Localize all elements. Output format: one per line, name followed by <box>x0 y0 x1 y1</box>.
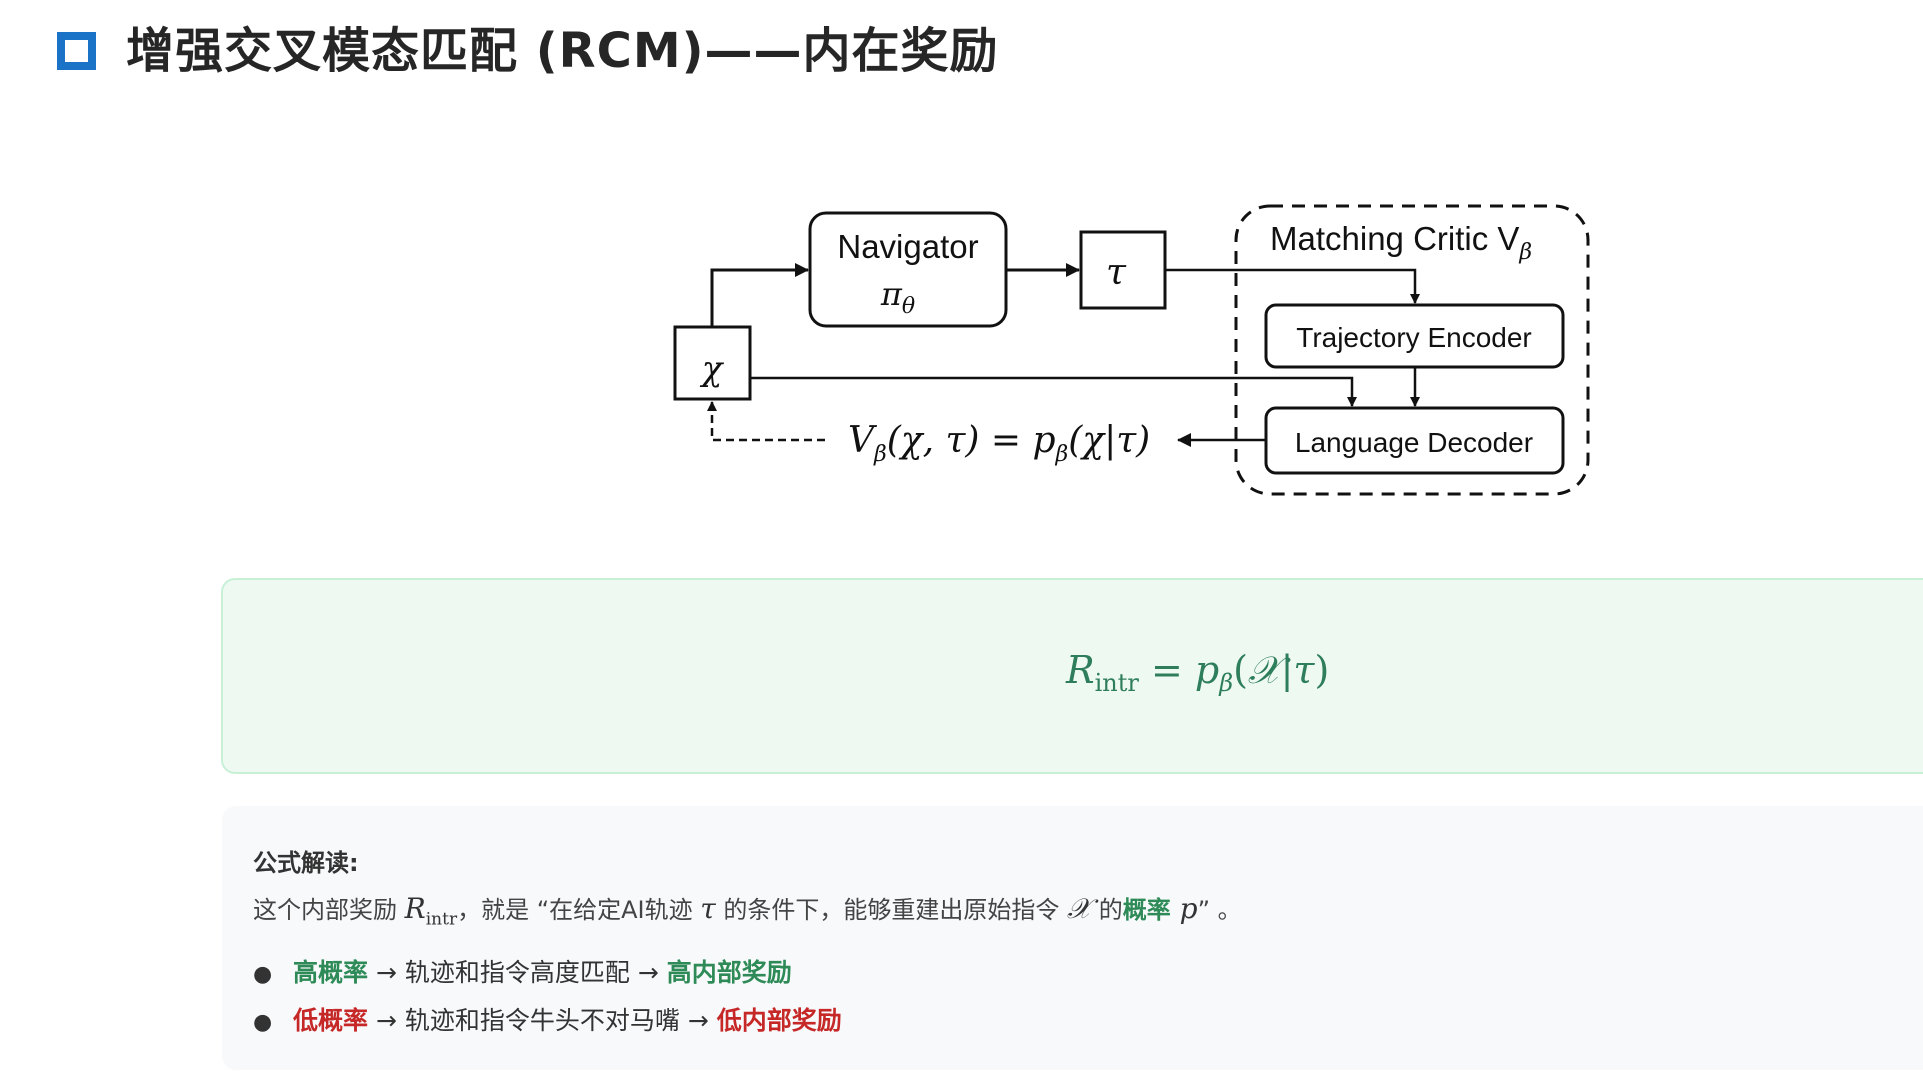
navigator-node: Navigator πθ <box>808 211 1008 328</box>
language-decoder-label: Language Decoder <box>1295 427 1533 458</box>
edge-instruction-to-navigator <box>710 263 809 327</box>
formula-trajectory: τ <box>1293 648 1315 692</box>
formula-bar: | <box>1280 648 1294 692</box>
instruction-node: χ <box>673 325 752 401</box>
math-r-intr: Rintr <box>404 892 458 930</box>
text-segment: ” 。 <box>1197 896 1242 924</box>
hollow-square-icon <box>57 32 96 70</box>
text-segment: ，就是 “在给定AI轨迹 <box>457 896 701 924</box>
formula-paren-close: ) <box>1314 648 1330 692</box>
bullet-lead: 低概率 <box>293 1006 369 1035</box>
navigator-symbol: πθ <box>880 275 915 319</box>
language-decoder-node: Language Decoder <box>1264 406 1565 475</box>
formula-box <box>221 578 1923 774</box>
value-equation: Vβ(χ, τ) = pβ(χ|τ) <box>848 420 1150 467</box>
formula-instruction: 𝒳 <box>1247 648 1281 692</box>
text-segment: 的条件下，能够重建出原始指令 <box>715 896 1068 924</box>
formula-paren-open: ( <box>1233 648 1248 692</box>
formula-lhs-sub: intr <box>1094 669 1139 697</box>
edge-instruction-to-decoder <box>750 376 1357 407</box>
bullet-icon: ● <box>253 1010 273 1035</box>
explanation-heading: 公式解读: <box>253 849 359 877</box>
intrinsic-reward-formula: Rintr = pβ(𝒳|τ) <box>1066 648 1329 697</box>
explanation-box <box>222 806 1923 1070</box>
explanation-text: 这个内部奖励 Rintr，就是 “在给定AI轨迹 τ 的条件下，能够重建出原始指… <box>253 890 1242 930</box>
formula-rhs-sub: β <box>1219 669 1234 697</box>
math-p: p <box>1170 892 1198 925</box>
bullet-result: 低内部奖励 <box>716 1006 842 1035</box>
bullet-icon: ● <box>253 962 273 987</box>
probability-highlight: 概率 <box>1122 896 1171 924</box>
edge-equation-to-instruction-dashed <box>707 401 825 442</box>
rcm-diagram: χ Navigator πθ τ Matching Critic Vβ Traj… <box>673 204 1590 496</box>
bullet-middle: 轨迹和指令高度匹配 <box>404 958 630 987</box>
bullet-middle: 轨迹和指令牛头不对马嘴 <box>404 1006 680 1035</box>
text-segment: 的 <box>1091 896 1123 924</box>
math-tau: τ <box>700 892 716 925</box>
edge-trajectory-to-encoder <box>1165 268 1420 304</box>
math-instruction: 𝒳 <box>1067 892 1092 925</box>
matching-critic-label: Matching Critic Vβ <box>1270 220 1532 265</box>
text-segment: 这个内部奖励 <box>253 896 405 924</box>
navigator-label: Navigator <box>837 228 978 265</box>
arrow-icon: → <box>629 958 667 987</box>
bullet-result: 高内部奖励 <box>666 958 792 987</box>
instruction-symbol: χ <box>700 349 725 389</box>
trajectory-encoder-node: Trajectory Encoder <box>1264 303 1565 369</box>
arrow-icon: → <box>368 958 405 987</box>
trajectory-node: τ <box>1079 230 1167 310</box>
arrow-icon: → <box>368 1006 405 1035</box>
formula-rhs: p <box>1194 648 1220 692</box>
bullet-lead: 高概率 <box>293 958 369 987</box>
page-title: 增强交叉模态匹配 (RCM)——内在奖励 <box>126 23 999 79</box>
list-item-low: ● 低概率 → 轨迹和指令牛头不对马嘴 → 低内部奖励 <box>253 1001 842 1037</box>
formula-equals: = <box>1138 648 1195 692</box>
matching-critic-group: Matching Critic Vβ <box>1234 204 1590 496</box>
trajectory-symbol: τ <box>1106 252 1127 293</box>
arrow-icon: → <box>679 1006 717 1035</box>
trajectory-encoder-label: Trajectory Encoder <box>1296 322 1532 353</box>
list-item-high: ● 高概率 → 轨迹和指令高度匹配 → 高内部奖励 <box>253 953 792 989</box>
formula-lhs: R <box>1066 648 1095 692</box>
